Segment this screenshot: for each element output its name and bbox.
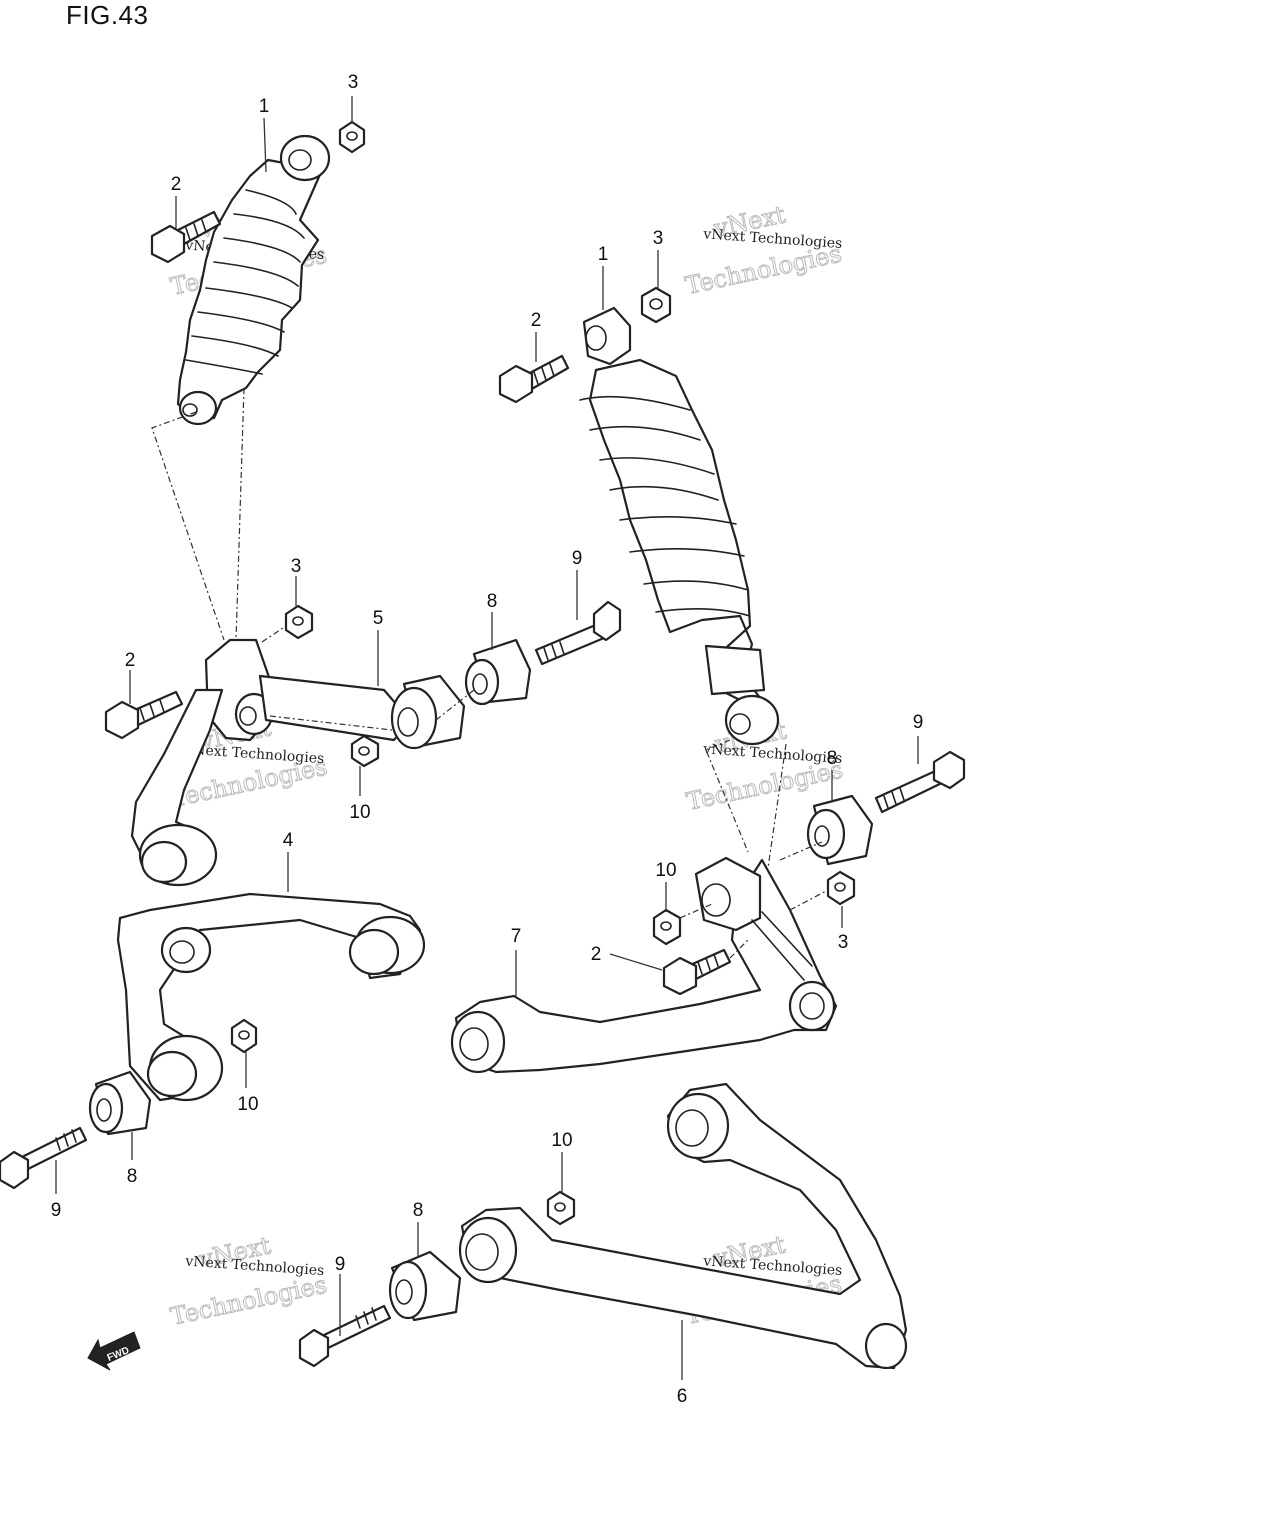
lower-bushing-8 <box>388 1250 462 1322</box>
alignment-line <box>269 715 393 731</box>
callout-9: 9 <box>51 1200 62 1221</box>
callout-8: 8 <box>413 1200 424 1221</box>
alignment-line <box>779 841 823 861</box>
left-bushing-8 <box>88 1070 152 1136</box>
alignment-line <box>151 411 225 641</box>
alignment-line <box>235 387 245 641</box>
alignment-line <box>705 739 749 853</box>
callout-1: 1 <box>598 244 609 265</box>
left-shock-absorber <box>176 134 331 426</box>
left-shock-nut <box>338 120 366 154</box>
callout-1: 1 <box>259 96 270 117</box>
alignment-line <box>679 903 713 919</box>
callout-3: 3 <box>838 932 849 953</box>
right-bolt-9 <box>874 750 966 814</box>
right-bolt-2 <box>662 948 732 996</box>
alignment-line <box>435 689 475 721</box>
callout-5: 5 <box>373 608 384 629</box>
right-shock-nut <box>640 286 672 324</box>
callout-9: 9 <box>335 1254 346 1275</box>
figure-title: FIG.43 <box>66 0 149 30</box>
callout-8: 8 <box>487 591 498 612</box>
watermark-text: vNext Technologies <box>702 226 843 252</box>
top-bushing <box>464 638 532 706</box>
lower-arm-6 <box>458 1082 908 1370</box>
callout-10: 10 <box>349 802 370 823</box>
alignment-line <box>729 939 749 959</box>
callout-2: 2 <box>531 310 542 331</box>
right-nut-10 <box>652 908 682 946</box>
callout-7: 7 <box>511 926 522 947</box>
fwd-arrow-icon: FWD <box>87 1331 141 1371</box>
callout-3: 3 <box>291 556 302 577</box>
left-shock-bolt <box>150 210 222 264</box>
svg-text:Technologies: Technologies <box>168 1271 329 1331</box>
callout-10: 10 <box>655 860 676 881</box>
watermark-text: vNext Technologies <box>184 1253 325 1279</box>
callout-10: 10 <box>551 1130 572 1151</box>
right-shock-absorber <box>579 306 780 746</box>
callout-4: 4 <box>283 830 294 851</box>
right-shock-bolt <box>498 354 570 404</box>
callout-10: 10 <box>237 1094 258 1115</box>
alignment-line <box>789 889 829 911</box>
left-nut-10 <box>350 734 380 768</box>
callout-6: 6 <box>677 1386 688 1407</box>
callout-8: 8 <box>127 1166 138 1187</box>
right-upper-arm-7 <box>450 856 838 1074</box>
lower-arm-4 <box>116 892 426 1102</box>
left-upper-arm <box>130 638 412 887</box>
alignment-line <box>767 743 787 869</box>
mid-nut-10 <box>230 1018 258 1054</box>
right-nut-3 <box>826 870 856 906</box>
callout-9: 9 <box>913 712 924 733</box>
lower-nut-10 <box>546 1190 576 1226</box>
right-bushing-8 <box>806 794 874 866</box>
callout-8: 8 <box>827 748 838 769</box>
left-mid-bolt <box>104 690 184 740</box>
leader-lines <box>55 96 919 1380</box>
callout-9: 9 <box>572 548 583 569</box>
callout-3: 3 <box>348 72 359 93</box>
callout-2: 2 <box>125 650 136 671</box>
callout-2: 2 <box>591 944 602 965</box>
watermark-text: vNext Technologies <box>184 741 325 767</box>
left-mid-nut <box>284 604 314 640</box>
left-arm-bushing <box>390 674 466 750</box>
lower-bolt-9 <box>298 1304 392 1368</box>
callout-3: 3 <box>653 228 664 249</box>
callout-2: 2 <box>171 174 182 195</box>
alignment-line <box>261 625 287 643</box>
top-bolt <box>534 600 622 666</box>
left-bolt-9 <box>0 1126 88 1190</box>
